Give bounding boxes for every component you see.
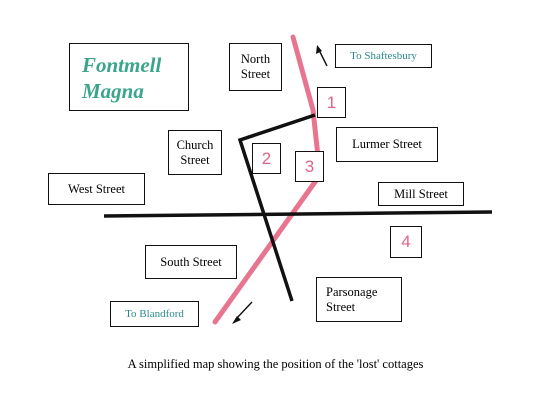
north-street-label: North Street	[229, 43, 282, 91]
map-caption: A simplified map showing the position of…	[127, 357, 424, 371]
west-street-label: West Street	[48, 173, 145, 205]
cottage-marker-1: 1	[317, 87, 346, 118]
arrow-to-blandford-icon	[232, 301, 253, 324]
cottage-marker-2: 2	[252, 143, 281, 174]
map-title: Fontmell Magna	[69, 43, 189, 111]
cottage-marker-3: 3	[295, 151, 324, 182]
destination-shaftesbury: To Shaftesbury	[335, 44, 432, 68]
mill-street-label: Mill Street	[378, 182, 464, 206]
cottage-marker-4: 4	[390, 226, 422, 258]
main-road-south	[212, 172, 323, 325]
church-street-label: Church Street	[168, 130, 222, 175]
lurmer-street-label: Lurmer Street	[336, 127, 438, 162]
south-street-label: South Street	[145, 245, 237, 279]
arrow-to-shaftesbury-icon	[316, 45, 328, 67]
mill-west-street-line	[103, 210, 493, 218]
destination-blandford: To Blandford	[110, 301, 199, 327]
parsonage-street-label: Parsonage Street	[316, 277, 402, 322]
church-street-line	[237, 113, 316, 302]
